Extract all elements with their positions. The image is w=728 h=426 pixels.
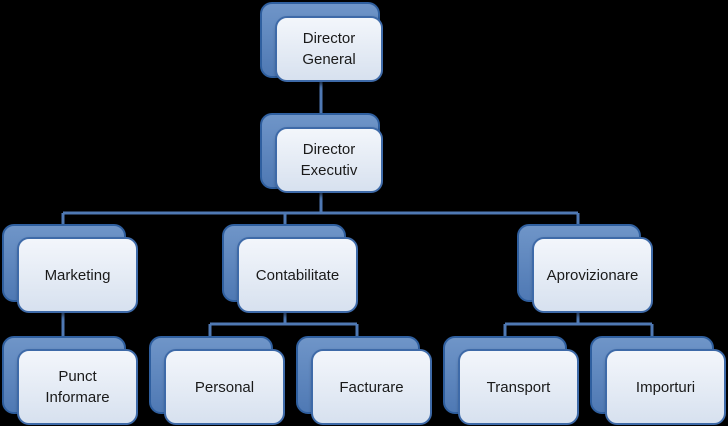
node-label: Facturare	[339, 378, 404, 396]
node-label: Director General	[302, 30, 356, 68]
node-transport: Transport	[443, 336, 581, 426]
node-aprovizionare: Aprovizionare	[517, 224, 655, 316]
node-personal: Personal	[149, 336, 287, 426]
node-label: Importuri	[635, 378, 696, 396]
node-label: Director Executiv	[300, 141, 358, 179]
node-label: Aprovizionare	[546, 266, 639, 284]
node-importuri: Importuri	[590, 336, 728, 426]
node-label: Marketing	[44, 266, 111, 284]
node-director-general: Director General	[260, 2, 385, 84]
node-marketing: Marketing	[2, 224, 140, 316]
node-label: Personal	[194, 378, 255, 396]
node-label: Transport	[486, 378, 551, 396]
node-label: Contabilitate	[255, 266, 340, 284]
node-label: Punct Informare	[45, 368, 110, 406]
node-contabilitate: Contabilitate	[222, 224, 360, 316]
node-director-executiv: Director Executiv	[260, 113, 385, 195]
node-punct-informare: Punct Informare	[2, 336, 140, 426]
node-facturare: Facturare	[296, 336, 434, 426]
